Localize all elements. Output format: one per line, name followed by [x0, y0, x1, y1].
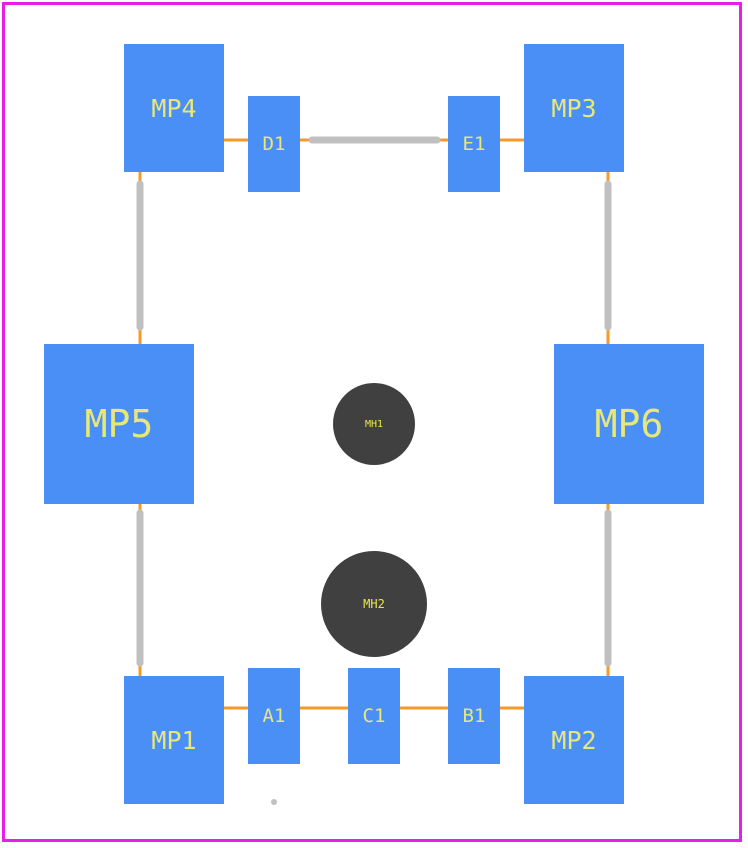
pad-mp6-label: MP6: [594, 402, 664, 446]
pad-mp4-label: MP4: [151, 93, 197, 123]
mounting-hole-mh2[interactable]: MH2: [321, 551, 427, 657]
pad-e1[interactable]: E1: [448, 96, 500, 192]
pad-b1-label: B1: [462, 705, 486, 727]
pad-mp5[interactable]: MP5: [44, 344, 194, 504]
mounting-hole-mh1[interactable]: MH1: [333, 383, 415, 465]
pad-mp2[interactable]: MP2: [524, 676, 624, 804]
pad-mp1[interactable]: MP1: [124, 676, 224, 804]
pad-d1-label: D1: [262, 133, 286, 155]
origin-marker: [271, 799, 277, 805]
pad-mp3-label: MP3: [551, 93, 597, 123]
pad-mp5-label: MP5: [84, 402, 154, 446]
pad-c1[interactable]: C1: [348, 668, 400, 764]
pad-a1-label: A1: [262, 705, 286, 727]
pad-a1[interactable]: A1: [248, 668, 300, 764]
pad-mp3[interactable]: MP3: [524, 44, 624, 172]
pad-c1-label: C1: [362, 705, 386, 727]
mounting-hole-mh2-label: MH2: [363, 597, 385, 611]
mounting-hole-mh1-label: MH1: [364, 418, 384, 430]
pad-b1[interactable]: B1: [448, 668, 500, 764]
pad-mp2-label: MP2: [551, 725, 597, 755]
pad-e1-label: E1: [462, 133, 486, 155]
pad-d1[interactable]: D1: [248, 96, 300, 192]
pad-mp6[interactable]: MP6: [554, 344, 704, 504]
pad-mp4[interactable]: MP4: [124, 44, 224, 172]
pad-mp1-label: MP1: [151, 725, 197, 755]
